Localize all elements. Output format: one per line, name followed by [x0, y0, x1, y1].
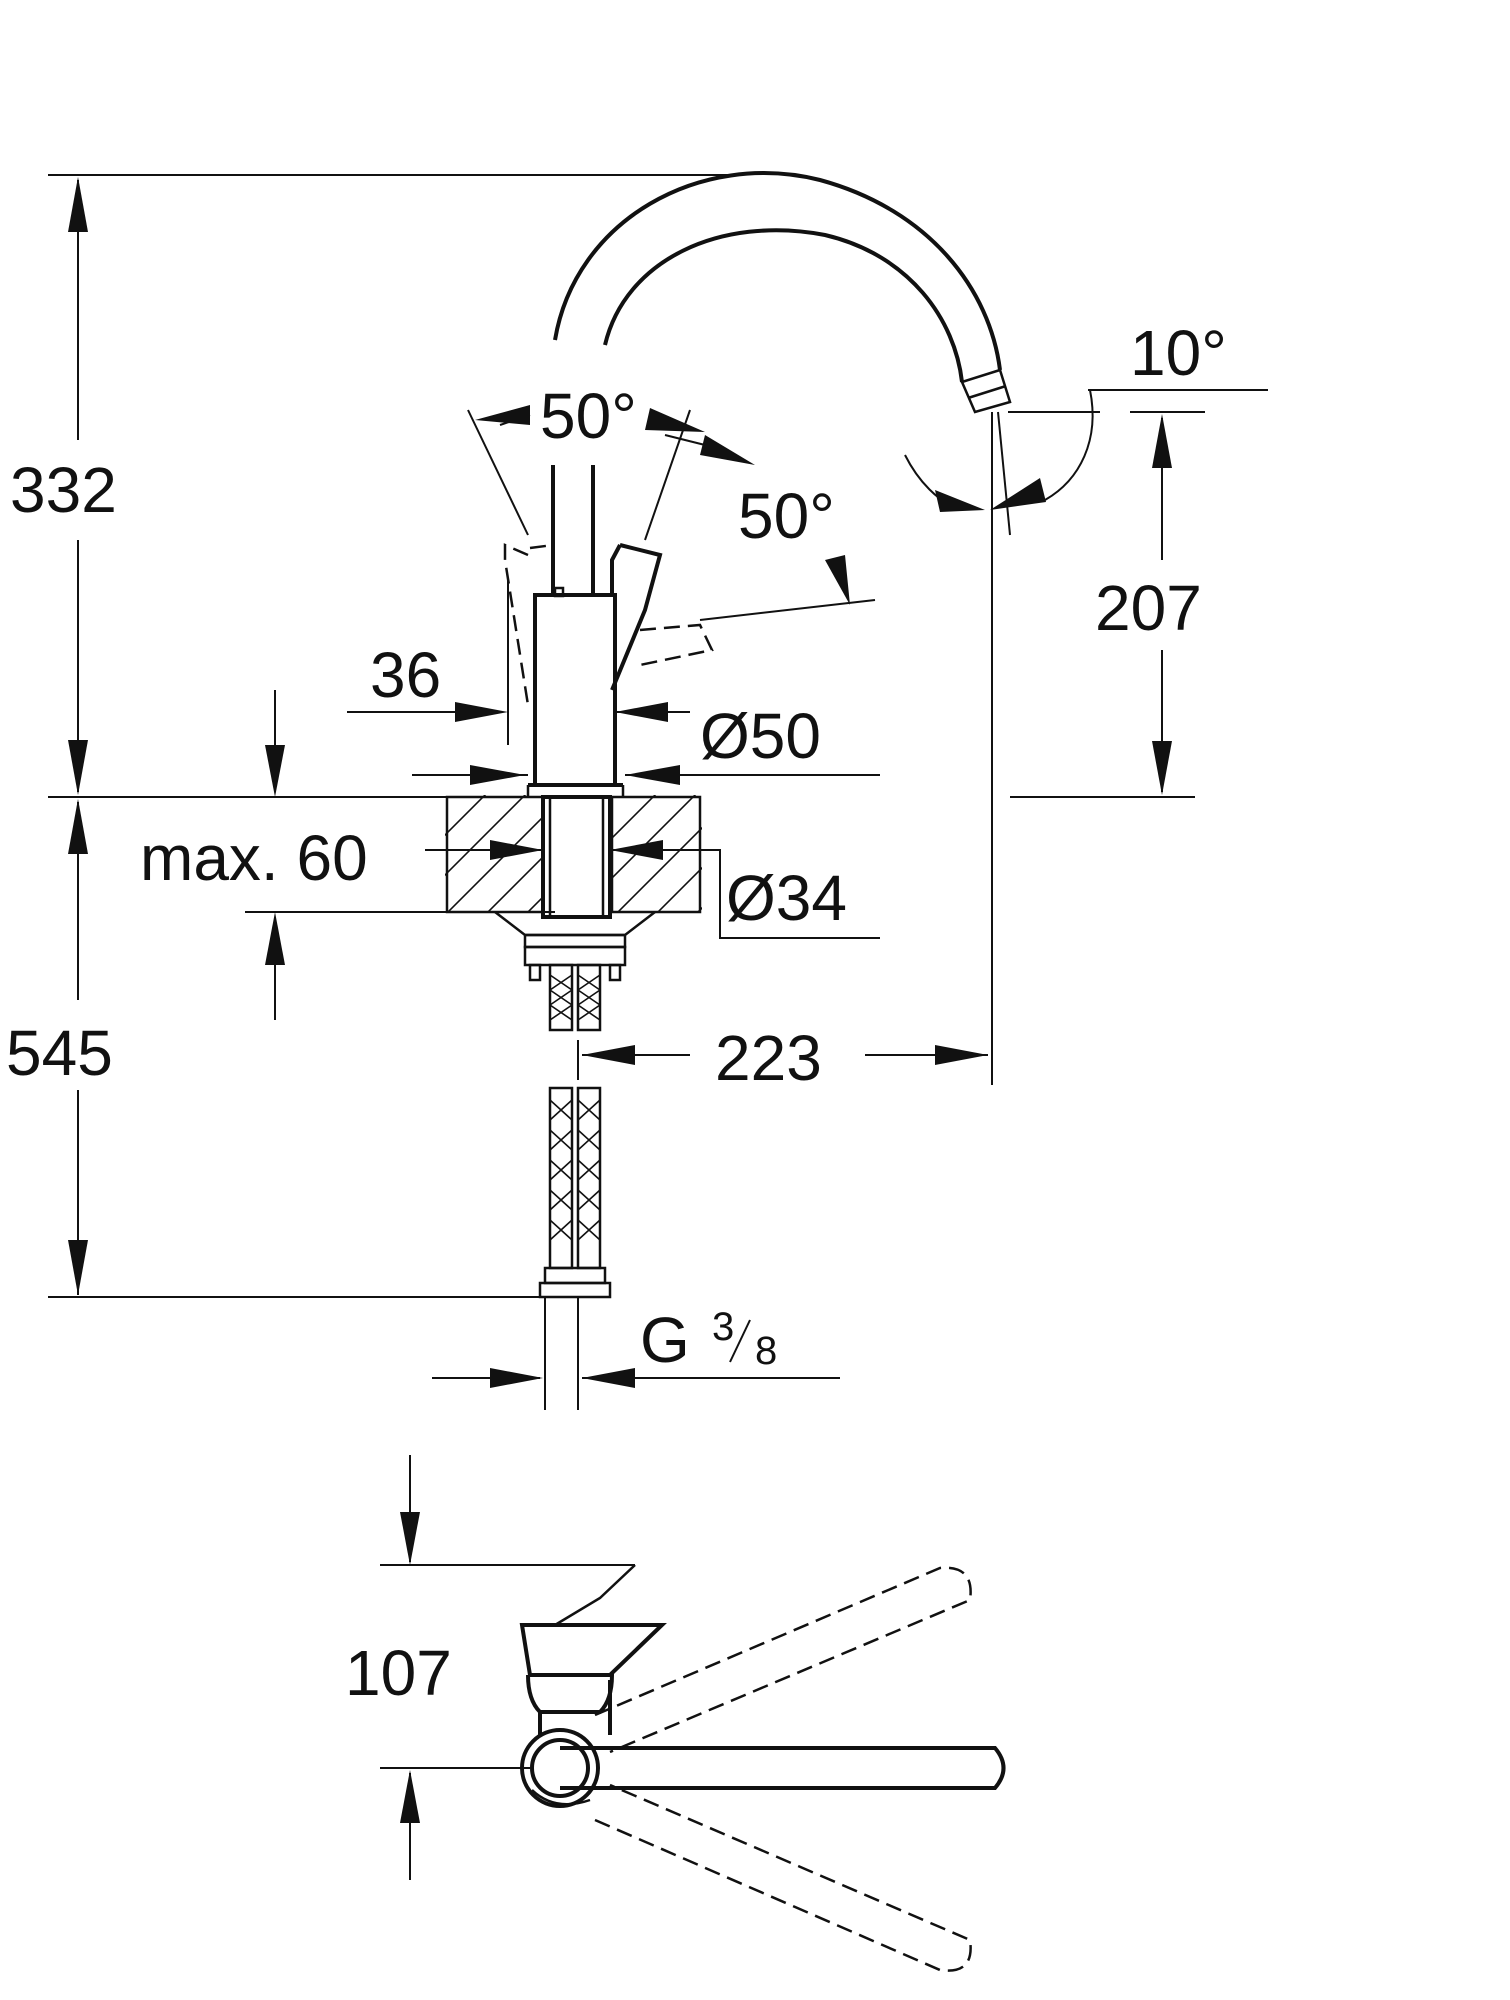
dim-36-label: 36 [370, 639, 441, 711]
lever-alternative-positions [594, 1566, 972, 1972]
height-332-dimension: 332 [10, 177, 117, 795]
dim-332-label: 332 [10, 454, 117, 526]
hole-diameter-dimension: Ø34 [425, 840, 880, 939]
spout-tilt-dimension: 10° [904, 317, 1268, 536]
spout-reach-dimension: 223 [577, 1022, 988, 1094]
lever-offset-107-dimension: 107 [345, 1455, 635, 1880]
dim-thread-numerator: 3 [712, 1305, 734, 1349]
dim-diam34-label: Ø34 [726, 862, 847, 934]
shank [494, 795, 656, 982]
connection-thread-dimension: G 3 8 [432, 1304, 840, 1388]
lever-angle-right-dimension: 50° [664, 434, 876, 621]
dim-50deg-right-label: 50° [738, 480, 835, 552]
dim-50deg-left-label: 50° [540, 380, 637, 452]
dim-207-label: 207 [1095, 572, 1202, 644]
lever-angle-left-dimension: 50° [467, 380, 705, 541]
dim-545-label: 545 [6, 1017, 113, 1089]
body-top-outline [519, 1564, 667, 1735]
mixer-body [526, 586, 625, 797]
dim-diam50-label: Ø50 [700, 700, 821, 772]
lever-width-36-dimension: 36 [347, 580, 690, 745]
supply-hoses [538, 963, 612, 1410]
dim-thread-label: G [640, 1304, 690, 1376]
dim-10deg-label: 10° [1130, 317, 1227, 389]
dim-223-label: 223 [715, 1022, 822, 1094]
spout [553, 171, 1012, 414]
dim-max60-label: max. 60 [140, 822, 368, 894]
height-545-dimension: 545 [6, 799, 113, 1295]
body-diameter-dimension: Ø50 [412, 700, 880, 785]
lever [503, 465, 714, 706]
side-view: 332 545 10° [6, 171, 1268, 1410]
deck-section [445, 795, 702, 914]
top-view: 107 [345, 1455, 1006, 1972]
dim-107-label: 107 [345, 1637, 452, 1709]
height-207-dimension: 207 [1095, 411, 1205, 795]
max-deck-thickness-dimension: max. 60 [140, 690, 555, 1020]
dim-thread-denominator: 8 [755, 1329, 777, 1373]
lever-main-position [520, 1728, 1006, 1808]
